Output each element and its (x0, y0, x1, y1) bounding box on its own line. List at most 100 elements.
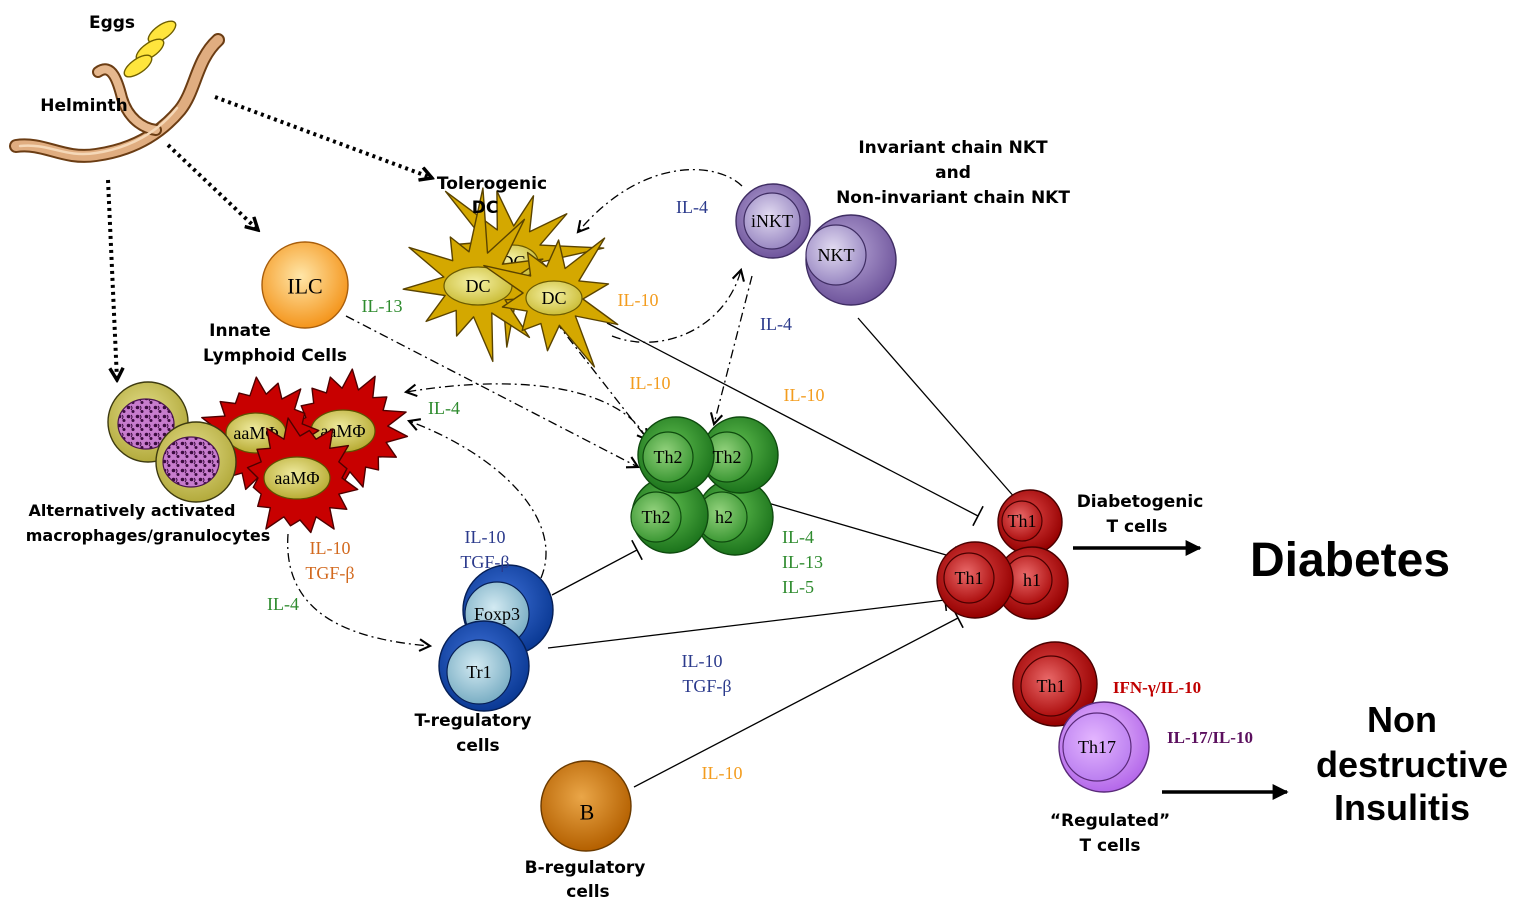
helminth-to-granulocyte-arrow (106, 179, 117, 380)
inkt-cell: iNKT (735, 183, 811, 259)
th2-label: Th2 (654, 447, 683, 467)
diabetogenic-caption: Diabetogenic (1077, 492, 1204, 512)
nkt-title: and (935, 163, 971, 183)
th1-label: Th1 (1037, 676, 1066, 696)
regulated-th1-cell: Th1 (1012, 641, 1098, 727)
nkt-to-dc-arrow (576, 168, 743, 234)
ilc-cell: ILC (261, 241, 349, 329)
cytokine-label: IL-13 (782, 552, 823, 572)
th2-cell (630, 476, 709, 554)
foxp3-label: Foxp3 (474, 604, 520, 624)
dc-nucleus (525, 280, 583, 316)
aam-label: aaMΦ (274, 468, 319, 488)
tolerogenic-dc-caption: Tolerogenic (437, 174, 547, 194)
th17-cell: Th17 (1058, 701, 1150, 793)
b-cell: B (540, 760, 632, 852)
granulocyte-cell (155, 421, 237, 503)
cytokine-label: IL-10 (465, 527, 506, 547)
th2-label: h2 (715, 507, 733, 527)
helminth-worm (9, 33, 225, 163)
tr1-label: Tr1 (466, 662, 491, 682)
nkt-label: NKT (818, 245, 855, 265)
th2-cell (637, 416, 715, 494)
ilc-caption: Innate (209, 321, 271, 341)
th1-label: Th1 (955, 568, 984, 588)
th2-label: Th2 (713, 447, 742, 467)
eggs-label: Eggs (89, 13, 135, 33)
aam-cell: aaMΦ (246, 417, 359, 534)
cytokine-label: IL-10 (682, 651, 723, 671)
ilc-to-th2-arrow (345, 315, 640, 469)
cytokine-label: IL-4 (676, 197, 708, 217)
cytokine-label: TGF-β (305, 563, 354, 583)
treg-caption: cells (456, 736, 499, 756)
helminth-to-ilc-arrow (166, 143, 258, 230)
cytokine-label: IL-10 (702, 763, 743, 783)
foxp3-treg-cell: Foxp3 (462, 564, 554, 656)
aam-nucleus (263, 456, 331, 500)
cytokine-label: TGF-β (460, 552, 509, 572)
th2-cell (696, 478, 774, 556)
dc-inhibits-th1-line (606, 322, 984, 527)
dc-label: DC (541, 288, 566, 308)
th17-label: Th17 (1078, 737, 1116, 757)
insulitis-outcome: destructive (1316, 744, 1508, 785)
dc-cell: DC (483, 237, 619, 368)
tr1-inhibits-th1-line (547, 588, 948, 649)
dc-cell: DC (402, 187, 544, 363)
th1-label: h1 (1023, 570, 1041, 590)
ilc-caption: Lymphoid Cells (203, 346, 347, 366)
cytokine-label: IL-4 (782, 527, 814, 547)
inkt-label: iNKT (751, 211, 793, 231)
regulated-caption: T cells (1080, 836, 1141, 856)
breg-inhibits-th1-line (633, 607, 964, 788)
cytokine-label: IL-10 (310, 538, 351, 558)
cytokine-label: IFN-γ/IL-10 (1113, 678, 1201, 697)
b-label: B (580, 800, 595, 825)
dc-to-nkt-arrow (611, 267, 745, 343)
cytokine-label: IL-17/IL-10 (1167, 728, 1253, 747)
macrophage-caption: macrophages/granulocytes (26, 526, 270, 545)
tr1-cell: Tr1 (438, 620, 530, 712)
nkt-inhibits-th1-line (857, 317, 1025, 507)
insulitis-outcome: Insulitis (1334, 787, 1470, 828)
helminth-label: Helminth (40, 96, 127, 116)
macrophage-caption: Alternatively activated (29, 501, 236, 520)
tolerogenic-dc-caption: DC (472, 198, 499, 218)
breg-caption: cells (566, 882, 609, 902)
regulated-caption: “Regulated” (1050, 811, 1170, 831)
helminth-to-dc-arrow (214, 95, 432, 178)
cytokine-label: IL-4 (267, 594, 299, 614)
cytokine-label: IL-10 (784, 385, 825, 405)
breg-caption: B-regulatory (525, 858, 646, 878)
nkt-cell: NKT (805, 214, 897, 306)
treg-to-aam-arrow (406, 418, 547, 579)
cytokine-label: IL-5 (782, 577, 814, 597)
nkt-title: Non-invariant chain NKT (836, 188, 1070, 208)
insulitis-outcome: Non (1367, 699, 1437, 740)
treg-caption: T-regulatory (415, 711, 532, 731)
dc-label: DC (465, 276, 490, 296)
th2-inhibits-th1-line (767, 502, 957, 568)
diabetogenic-caption: T cells (1107, 517, 1168, 537)
cytokine-label: IL-4 (760, 314, 792, 334)
cytokine-label: IL-10 (618, 290, 659, 310)
treg-inhibits-th2-line (551, 539, 643, 596)
aam-to-treg-arrow (287, 533, 433, 652)
cytokine-label: IL-4 (428, 398, 460, 418)
th1-cell (936, 541, 1014, 619)
nkt-title: Invariant chain NKT (858, 138, 1048, 158)
cytokine-label: IL-13 (362, 296, 403, 316)
nkt-to-th2-arrow (709, 275, 753, 427)
dc-to-th2-arrow (555, 321, 650, 442)
cytokine-label: IL-10 (630, 373, 671, 393)
th2-label: Th2 (642, 507, 671, 527)
th1-cell (995, 546, 1069, 620)
ilc-label: ILC (287, 274, 322, 299)
th1-label: Th1 (1008, 511, 1037, 531)
diabetes-outcome: Diabetes (1250, 534, 1450, 587)
helminth-eggs (123, 20, 177, 78)
cytokine-label: TGF-β (682, 676, 731, 696)
th2-to-aam-arrow (403, 383, 647, 439)
